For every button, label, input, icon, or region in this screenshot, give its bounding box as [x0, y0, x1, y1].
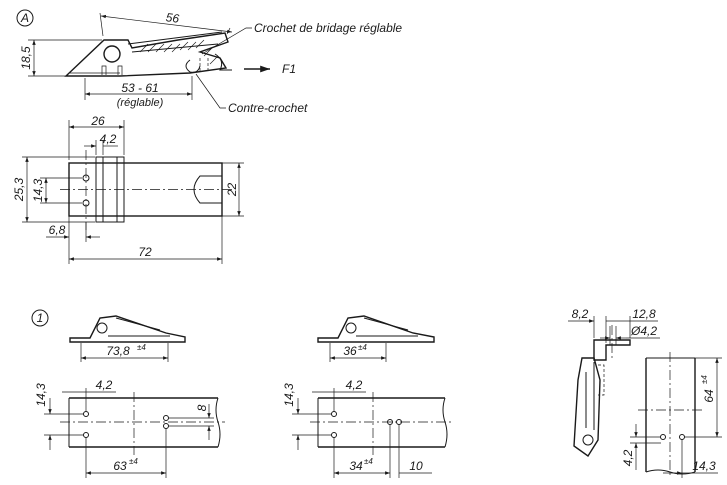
v2-side-outline	[317, 315, 435, 343]
v2-hole-1	[331, 411, 337, 417]
dim-53-61: 53 - 61	[121, 81, 158, 95]
v2-plan-edges	[318, 397, 445, 448]
view-1-marker: 1	[37, 311, 44, 325]
v2-dim-10: 10	[409, 459, 423, 473]
plan-view: 26 4,2 25,3 14,3 22 6,8 72	[12, 114, 244, 264]
slot-right	[117, 65, 123, 75]
v1-plan-break	[215, 397, 221, 448]
hook-hidden	[199, 58, 209, 72]
v2-hole-2	[331, 432, 337, 438]
variant-1: 73,8 ±4 14,3 4,2 8 63 ±4	[34, 315, 225, 478]
v3-hidden-hook	[598, 364, 605, 396]
v3-dim-12-8: 12,8	[632, 307, 656, 321]
v2-plan-break	[442, 397, 448, 448]
v2-side-dim: 36	[343, 344, 357, 358]
v1-hole-3	[163, 415, 169, 421]
v1-side-tol: ±4	[137, 343, 146, 352]
lever	[127, 31, 223, 53]
counter-hook-shape	[185, 53, 232, 73]
v1-dim-63: 63	[113, 459, 127, 473]
v1-side-dim: 73,8	[106, 344, 130, 358]
label-force: F1	[282, 62, 296, 76]
v1-plan-edges	[69, 397, 218, 448]
v3-dim-64: 64	[702, 389, 716, 403]
v2-dim-4-2: 4,2	[346, 378, 363, 392]
base-plate	[64, 32, 229, 77]
variant-3: 8,2 12,8 Ø4,2 64 ±4 4,2	[568, 307, 722, 478]
view-a-marker: A	[20, 11, 29, 25]
dim-adjust-note: (réglable)	[117, 97, 164, 109]
v3-dim-14-3: 14,3	[692, 459, 716, 473]
view-a-marker-circle	[16, 9, 34, 27]
v1-dim-4-2: 4,2	[96, 378, 113, 392]
v3-body	[573, 357, 601, 458]
v1-dim-14-3: 14,3	[34, 383, 48, 407]
v3-hole-1	[660, 434, 666, 440]
variant-2: 36 ±4 14,3 4,2 34 ±4 10	[282, 315, 452, 478]
dim-26: 26	[90, 114, 105, 128]
view-1-marker-circle	[31, 309, 49, 327]
dim-4-2: 4,2	[100, 132, 117, 146]
v3-dim-64-tol: ±4	[700, 375, 709, 384]
dim-56-line	[100, 14, 233, 34]
v3-dim-d4-2: Ø4,2	[630, 324, 657, 338]
v1-side-pivot	[96, 322, 108, 334]
v1-hole-2	[83, 432, 89, 438]
dim-14-3: 14,3	[31, 178, 45, 202]
v2-dim-34-tol: ±4	[364, 457, 373, 466]
dim-22: 22	[225, 183, 239, 198]
v1-dim-63-tol: ±4	[129, 457, 138, 466]
v1-dim-8: 8	[195, 404, 209, 411]
ext-56-right	[226, 27, 231, 35]
slot-left	[101, 65, 107, 75]
v2-side-lever	[356, 317, 418, 337]
v2-dim-34: 34	[349, 459, 363, 473]
hatched-section	[139, 39, 219, 65]
v3-hole-2	[679, 434, 685, 440]
leader-hook	[201, 27, 252, 55]
v2-side-pivot	[345, 322, 357, 334]
v3-plan-edges	[645, 358, 696, 472]
v3-lever-lines	[585, 362, 595, 430]
v3-pivot	[582, 434, 594, 446]
v1-side-lever	[108, 317, 170, 337]
v1-side-outline	[69, 315, 186, 343]
v1-hole-1	[83, 411, 89, 417]
dim-6-8: 6,8	[49, 223, 66, 237]
v3-dim-8-2: 8,2	[572, 307, 589, 321]
label-hook: Crochet de bridage réglable	[254, 21, 402, 35]
dim-25-3: 25,3	[12, 177, 26, 202]
v1-hole-4	[163, 423, 169, 429]
v2-side-tol: ±4	[358, 343, 367, 352]
v3-plan-break	[645, 469, 696, 475]
label-counter: Contre-crochet	[228, 101, 308, 115]
leader-counter	[195, 73, 226, 109]
dim-18-5: 18,5	[19, 46, 33, 70]
dim-72: 72	[138, 245, 152, 259]
v2-dim-14-3: 14,3	[282, 383, 296, 407]
view-a-side: A 56 18,5	[16, 9, 402, 115]
v3-dim-4-2: 4,2	[621, 449, 635, 466]
pivot-hole	[103, 45, 121, 63]
dim-56: 56	[165, 10, 180, 26]
